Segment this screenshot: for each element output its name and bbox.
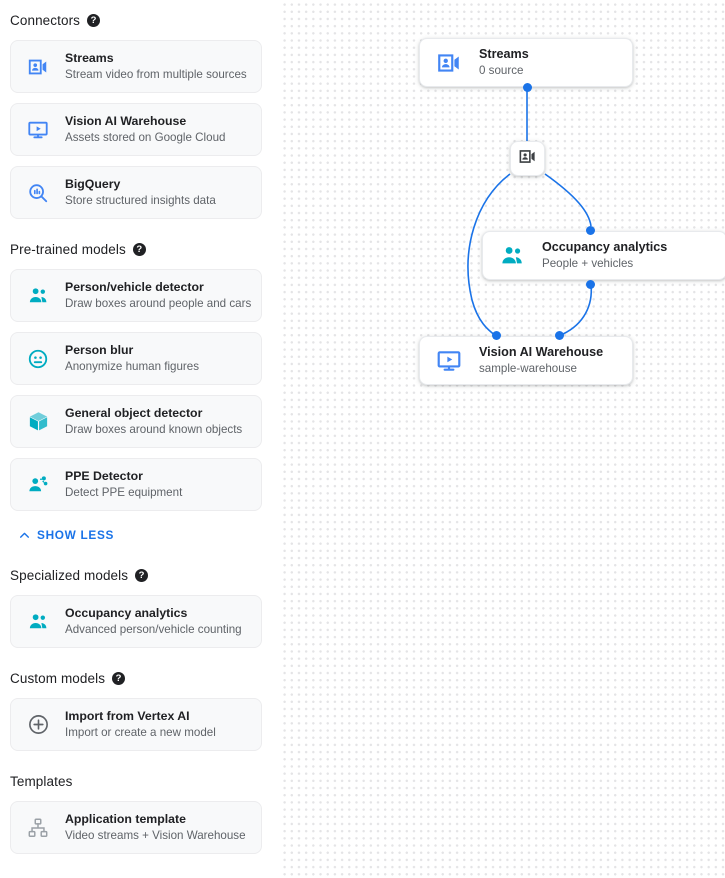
graph-edges — [467, 88, 593, 337]
sidebar-item-subtitle: Stream video from multiple sources — [65, 68, 247, 81]
sidebar-item-subtitle: Draw boxes around people and cars — [65, 297, 252, 310]
video-camera-person-icon — [434, 48, 464, 78]
port-warehouse-input-right[interactable] — [555, 331, 564, 340]
section-header-templates: Templates — [10, 761, 270, 801]
people-group-icon — [25, 609, 51, 635]
monitor-play-icon — [25, 117, 51, 143]
ppe-person-gear-icon — [25, 472, 51, 498]
sidebar-item-ppe-detector[interactable]: PPE Detector Detect PPE equipment — [10, 458, 262, 511]
sidebar-item-subtitle: Import or create a new model — [65, 726, 216, 739]
canvas-node-vision-ai-warehouse[interactable]: Vision AI Warehouse sample-warehouse — [419, 336, 633, 385]
graph-canvas[interactable]: Streams 0 source Occupancy analytics Peo… — [280, 0, 725, 878]
canvas-node-subtitle: People + vehicles — [542, 257, 634, 270]
section-title: Pre-trained models — [10, 241, 126, 257]
section-title: Custom models — [10, 670, 106, 686]
monitor-play-icon — [434, 346, 464, 376]
sidebar-item-bigquery[interactable]: BigQuery Store structured insights data — [10, 166, 262, 219]
section-header-pre-trained-models: Pre-trained models ? — [10, 229, 270, 269]
sidebar-item-title: Streams — [65, 51, 114, 65]
sidebar-item-title: Application template — [65, 812, 186, 826]
people-group-icon — [25, 283, 51, 309]
section-title: Specialized models — [10, 567, 129, 583]
canvas-node-occupancy-analytics[interactable]: Occupancy analytics People + vehicles — [482, 231, 725, 280]
sidebar-item-subtitle: Anonymize human figures — [65, 360, 200, 373]
edge-hub-to-occupancy — [544, 173, 592, 227]
section-title: Templates — [10, 773, 73, 789]
sidebar-item-title: BigQuery — [65, 177, 121, 191]
port-occupancy-input[interactable] — [586, 226, 595, 235]
sidebar-item-person-blur[interactable]: Person blur Anonymize human figures — [10, 332, 262, 385]
sidebar-item-title: General object detector — [65, 406, 203, 420]
sidebar-item-title: Vision AI Warehouse — [65, 114, 187, 128]
sidebar-item-title: Person/vehicle detector — [65, 280, 204, 294]
sidebar-item-streams[interactable]: Streams Stream video from multiple sourc… — [10, 40, 262, 93]
port-streams-output[interactable] — [523, 83, 532, 92]
section-header-custom-models: Custom models ? — [10, 658, 270, 698]
edge-hub-to-warehouse — [467, 173, 511, 337]
cube-box-icon — [25, 409, 51, 435]
sidebar-item-title: Import from Vertex AI — [65, 709, 190, 723]
chevron-up-icon — [20, 532, 29, 538]
section-title: Connectors — [10, 12, 81, 28]
sidebar-item-person-vehicle-detector[interactable]: Person/vehicle detector Draw boxes aroun… — [10, 269, 262, 322]
sidebar-item-vision-ai-warehouse[interactable]: Vision AI Warehouse Assets stored on Goo… — [10, 103, 262, 156]
help-icon[interactable]: ? — [135, 568, 149, 582]
video-camera-person-icon — [518, 147, 537, 171]
sidebar-item-subtitle: Store structured insights data — [65, 194, 216, 207]
sidebar-item-title: Person blur — [65, 343, 134, 357]
sidebar-item-general-object-detector[interactable]: General object detector Draw boxes aroun… — [10, 395, 262, 448]
section-header-specialized-models: Specialized models ? — [10, 555, 270, 595]
bigquery-magnifier-icon — [25, 180, 51, 206]
show-less-label: SHOW LESS — [37, 528, 115, 542]
sidebar-item-title: PPE Detector — [65, 469, 143, 483]
component-sidebar: Connectors ? Streams Stream video from m… — [0, 0, 280, 878]
people-group-icon — [497, 241, 527, 271]
canvas-node-subtitle: sample-warehouse — [479, 362, 577, 375]
account-tree-icon — [25, 815, 51, 841]
canvas-node-title: Occupancy analytics — [542, 240, 668, 254]
canvas-node-hub[interactable] — [510, 141, 545, 176]
sidebar-item-import-from-vertex-ai[interactable]: Import from Vertex AI Import or create a… — [10, 698, 262, 751]
edge-occupancy-to-warehouse — [562, 284, 593, 335]
help-icon[interactable]: ? — [132, 242, 146, 256]
canvas-node-streams[interactable]: Streams 0 source — [419, 38, 633, 87]
sidebar-item-occupancy-analytics[interactable]: Occupancy analytics Advanced person/vehi… — [10, 595, 262, 648]
video-camera-person-icon — [25, 54, 51, 80]
face-blur-icon — [25, 346, 51, 372]
sidebar-item-subtitle: Draw boxes around known objects — [65, 423, 243, 436]
sidebar-item-application-template[interactable]: Application template Video streams + Vis… — [10, 801, 262, 854]
section-header-connectors: Connectors ? — [10, 0, 270, 40]
canvas-node-title: Streams — [479, 47, 529, 61]
help-icon[interactable]: ? — [112, 671, 126, 685]
port-occupancy-output[interactable] — [586, 280, 595, 289]
canvas-node-subtitle: 0 source — [479, 64, 524, 77]
port-warehouse-input-left[interactable] — [492, 331, 501, 340]
plus-circle-icon — [25, 712, 51, 738]
help-icon[interactable]: ? — [87, 13, 101, 27]
canvas-node-title: Vision AI Warehouse — [479, 345, 604, 359]
sidebar-item-subtitle: Advanced person/vehicle counting — [65, 623, 242, 636]
sidebar-item-title: Occupancy analytics — [65, 606, 188, 620]
show-less-button[interactable]: SHOW LESS — [18, 521, 270, 549]
sidebar-item-subtitle: Detect PPE equipment — [65, 486, 183, 499]
sidebar-item-subtitle: Video streams + Vision Warehouse — [65, 829, 246, 842]
sidebar-item-subtitle: Assets stored on Google Cloud — [65, 131, 226, 144]
